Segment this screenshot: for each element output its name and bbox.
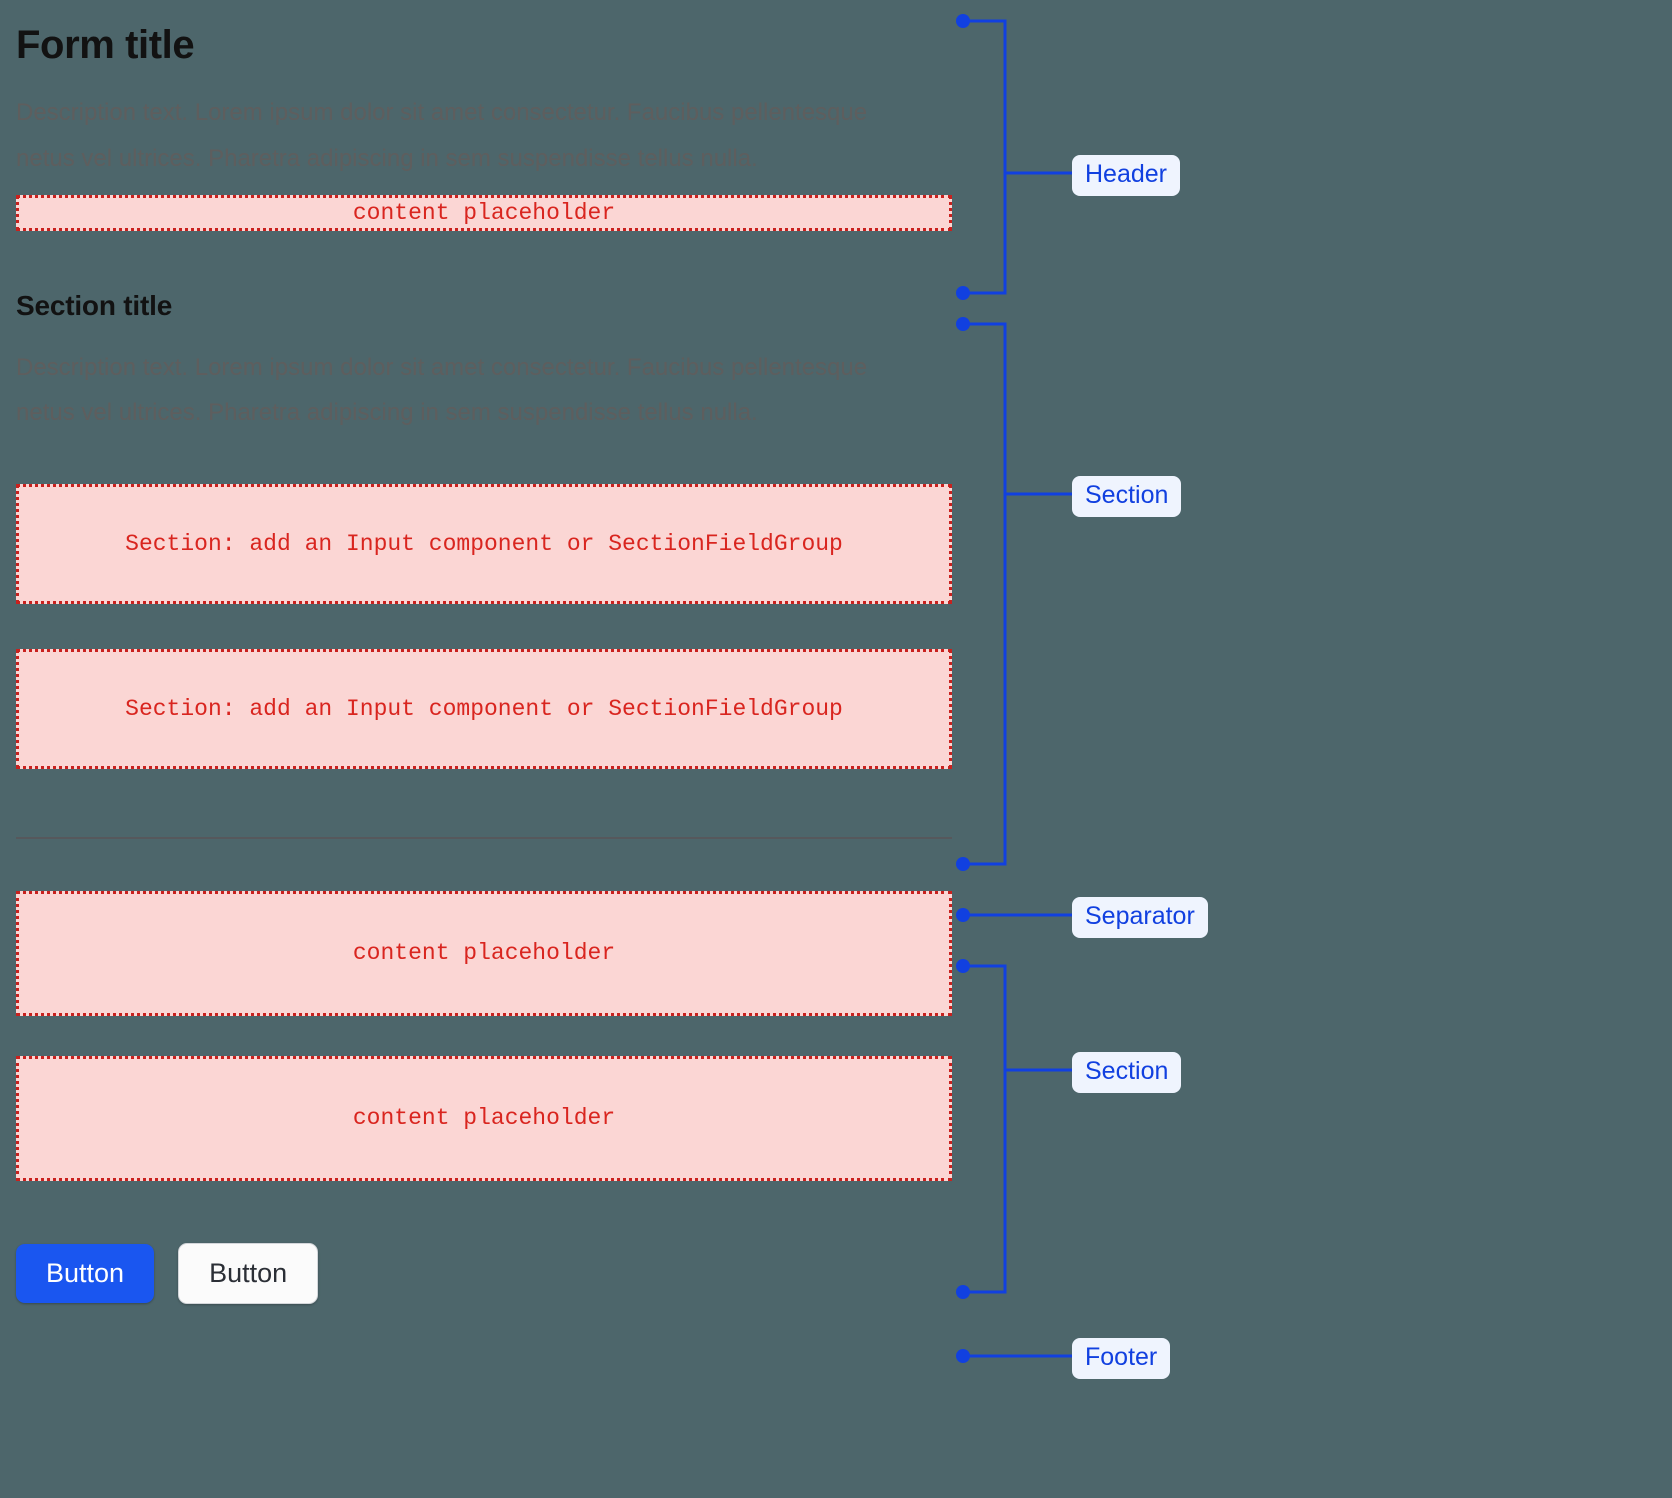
header-bracket xyxy=(963,19,1007,295)
primary-button[interactable]: Button xyxy=(16,1243,155,1304)
form-separator xyxy=(16,836,952,839)
badge-section-two[interactable]: Section xyxy=(1072,1052,1182,1093)
header-content-placeholder[interactable]: content placeholder xyxy=(16,195,952,232)
form-footer: Button Button xyxy=(16,1242,952,1305)
separator-anchor-dot xyxy=(956,908,970,922)
section-bracket xyxy=(963,322,1007,866)
badge-separator[interactable]: Separator xyxy=(1072,897,1208,938)
header-anchor-dot-top xyxy=(956,14,970,28)
form-title: Form title xyxy=(16,23,195,67)
section-field-placeholder-1[interactable]: Section: add an Input component or Secti… xyxy=(16,483,952,604)
form-content-column: Form title Description text. Lorem ipsum… xyxy=(16,0,952,1305)
section-one-block: Section title Description text. Lorem ip… xyxy=(16,289,952,769)
section-two-placeholder-2[interactable]: content placeholder xyxy=(16,1055,952,1181)
section-title: Section title xyxy=(16,290,173,322)
section-description: Description text. Lorem ipsum dolor sit … xyxy=(16,353,868,427)
badge-header[interactable]: Header xyxy=(1072,155,1180,196)
form-header-block: Form title Description text. Lorem ipsum… xyxy=(16,22,952,232)
section-two-anchor-dot-top xyxy=(956,959,970,973)
section-two-bracket xyxy=(963,964,1007,1294)
section-two-anchor-dot-bottom xyxy=(956,1285,970,1299)
section-anchor-dot-top xyxy=(956,317,970,331)
section-two-block: content placeholder content placeholder xyxy=(16,890,952,1181)
section-anchor-dot-bottom xyxy=(956,857,970,871)
header-anchor-dot-bottom xyxy=(956,286,970,300)
badge-footer[interactable]: Footer xyxy=(1072,1338,1171,1379)
badge-section[interactable]: Section xyxy=(1072,476,1182,517)
section-field-placeholder-2[interactable]: Section: add an Input component or Secti… xyxy=(16,648,952,769)
secondary-button[interactable]: Button xyxy=(178,1242,319,1305)
annotation-dots xyxy=(956,14,970,1363)
section-two-placeholder-1[interactable]: content placeholder xyxy=(16,890,952,1016)
footer-anchor-dot xyxy=(956,1349,970,1363)
form-description: Description text. Lorem ipsum dolor sit … xyxy=(16,99,868,172)
